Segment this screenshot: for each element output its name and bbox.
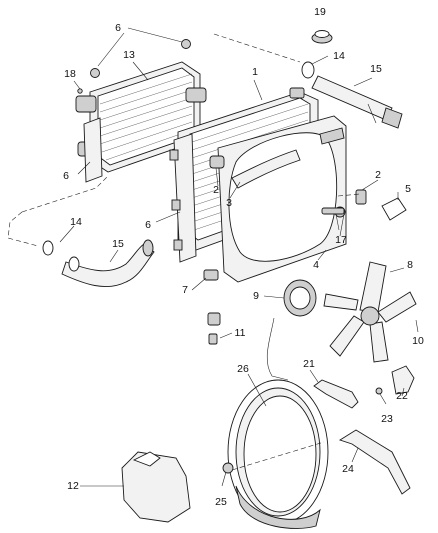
fan-shroud-ring-26 <box>227 379 329 529</box>
callout-14-left: 14 <box>70 216 82 228</box>
bolt-23 <box>375 387 383 395</box>
callout-25: 25 <box>215 496 227 508</box>
callout-6-top: 6 <box>115 22 121 34</box>
leader-lines <box>59 27 419 487</box>
callout-15-left: 15 <box>112 238 124 250</box>
bracket-22 <box>391 365 415 395</box>
upper-radiator-hose <box>209 149 301 189</box>
bolt-11 <box>207 312 221 345</box>
callout-22: 22 <box>396 390 408 402</box>
callout-19: 19 <box>314 6 326 18</box>
callout-4: 4 <box>313 259 319 271</box>
callout-6-radiator: 6 <box>145 219 151 231</box>
fan-shroud <box>217 115 347 283</box>
fan-cable <box>266 317 289 381</box>
bracket-24 <box>338 429 411 495</box>
callout-14-top: 14 <box>333 50 345 62</box>
callout-17: 17 <box>335 234 347 246</box>
callout-21: 21 <box>303 358 315 370</box>
callout-7: 7 <box>182 284 188 296</box>
callout-9: 9 <box>253 290 259 302</box>
charge-air-cooler <box>75 61 207 183</box>
mount-bolt-17 <box>321 207 345 215</box>
callout-labels: 1 2 2 3 4 5 6 6 6 7 8 9 10 11 12 13 14 1… <box>63 6 424 508</box>
hose-clamp-14-left <box>42 240 80 272</box>
callout-26: 26 <box>237 363 249 375</box>
drain-cock-7 <box>203 269 219 281</box>
callout-3: 3 <box>226 197 232 209</box>
heater-hose-15-top <box>311 75 403 129</box>
retaining-clip-25 <box>222 462 234 474</box>
callout-18: 18 <box>64 68 76 80</box>
callout-2-left: 2 <box>213 184 219 196</box>
radiator-cap-19 <box>311 30 333 44</box>
callout-2-right: 2 <box>375 169 381 181</box>
callout-23: 23 <box>381 413 393 425</box>
callout-13: 13 <box>123 49 135 61</box>
fan-drive-9 <box>283 279 317 317</box>
callout-15-top: 15 <box>370 63 382 75</box>
fan-blade-8 <box>323 261 417 363</box>
lower-hose-15-left <box>61 239 155 288</box>
callout-24: 24 <box>342 463 354 475</box>
callout-6-left: 6 <box>63 170 69 182</box>
bypass-hose-5 <box>355 189 407 221</box>
bracket-21 <box>313 379 359 409</box>
coolant-reservoir-12 <box>121 451 191 523</box>
callout-11: 11 <box>235 327 246 339</box>
hose-clamp-14-top <box>301 61 315 79</box>
callout-1: 1 <box>252 66 258 78</box>
cooler-mount-bolts <box>77 39 191 94</box>
callout-5: 5 <box>405 183 411 195</box>
callout-10: 10 <box>412 335 424 347</box>
alignment-lines <box>7 33 361 471</box>
callout-12: 12 <box>67 480 79 492</box>
callout-8: 8 <box>407 259 413 271</box>
